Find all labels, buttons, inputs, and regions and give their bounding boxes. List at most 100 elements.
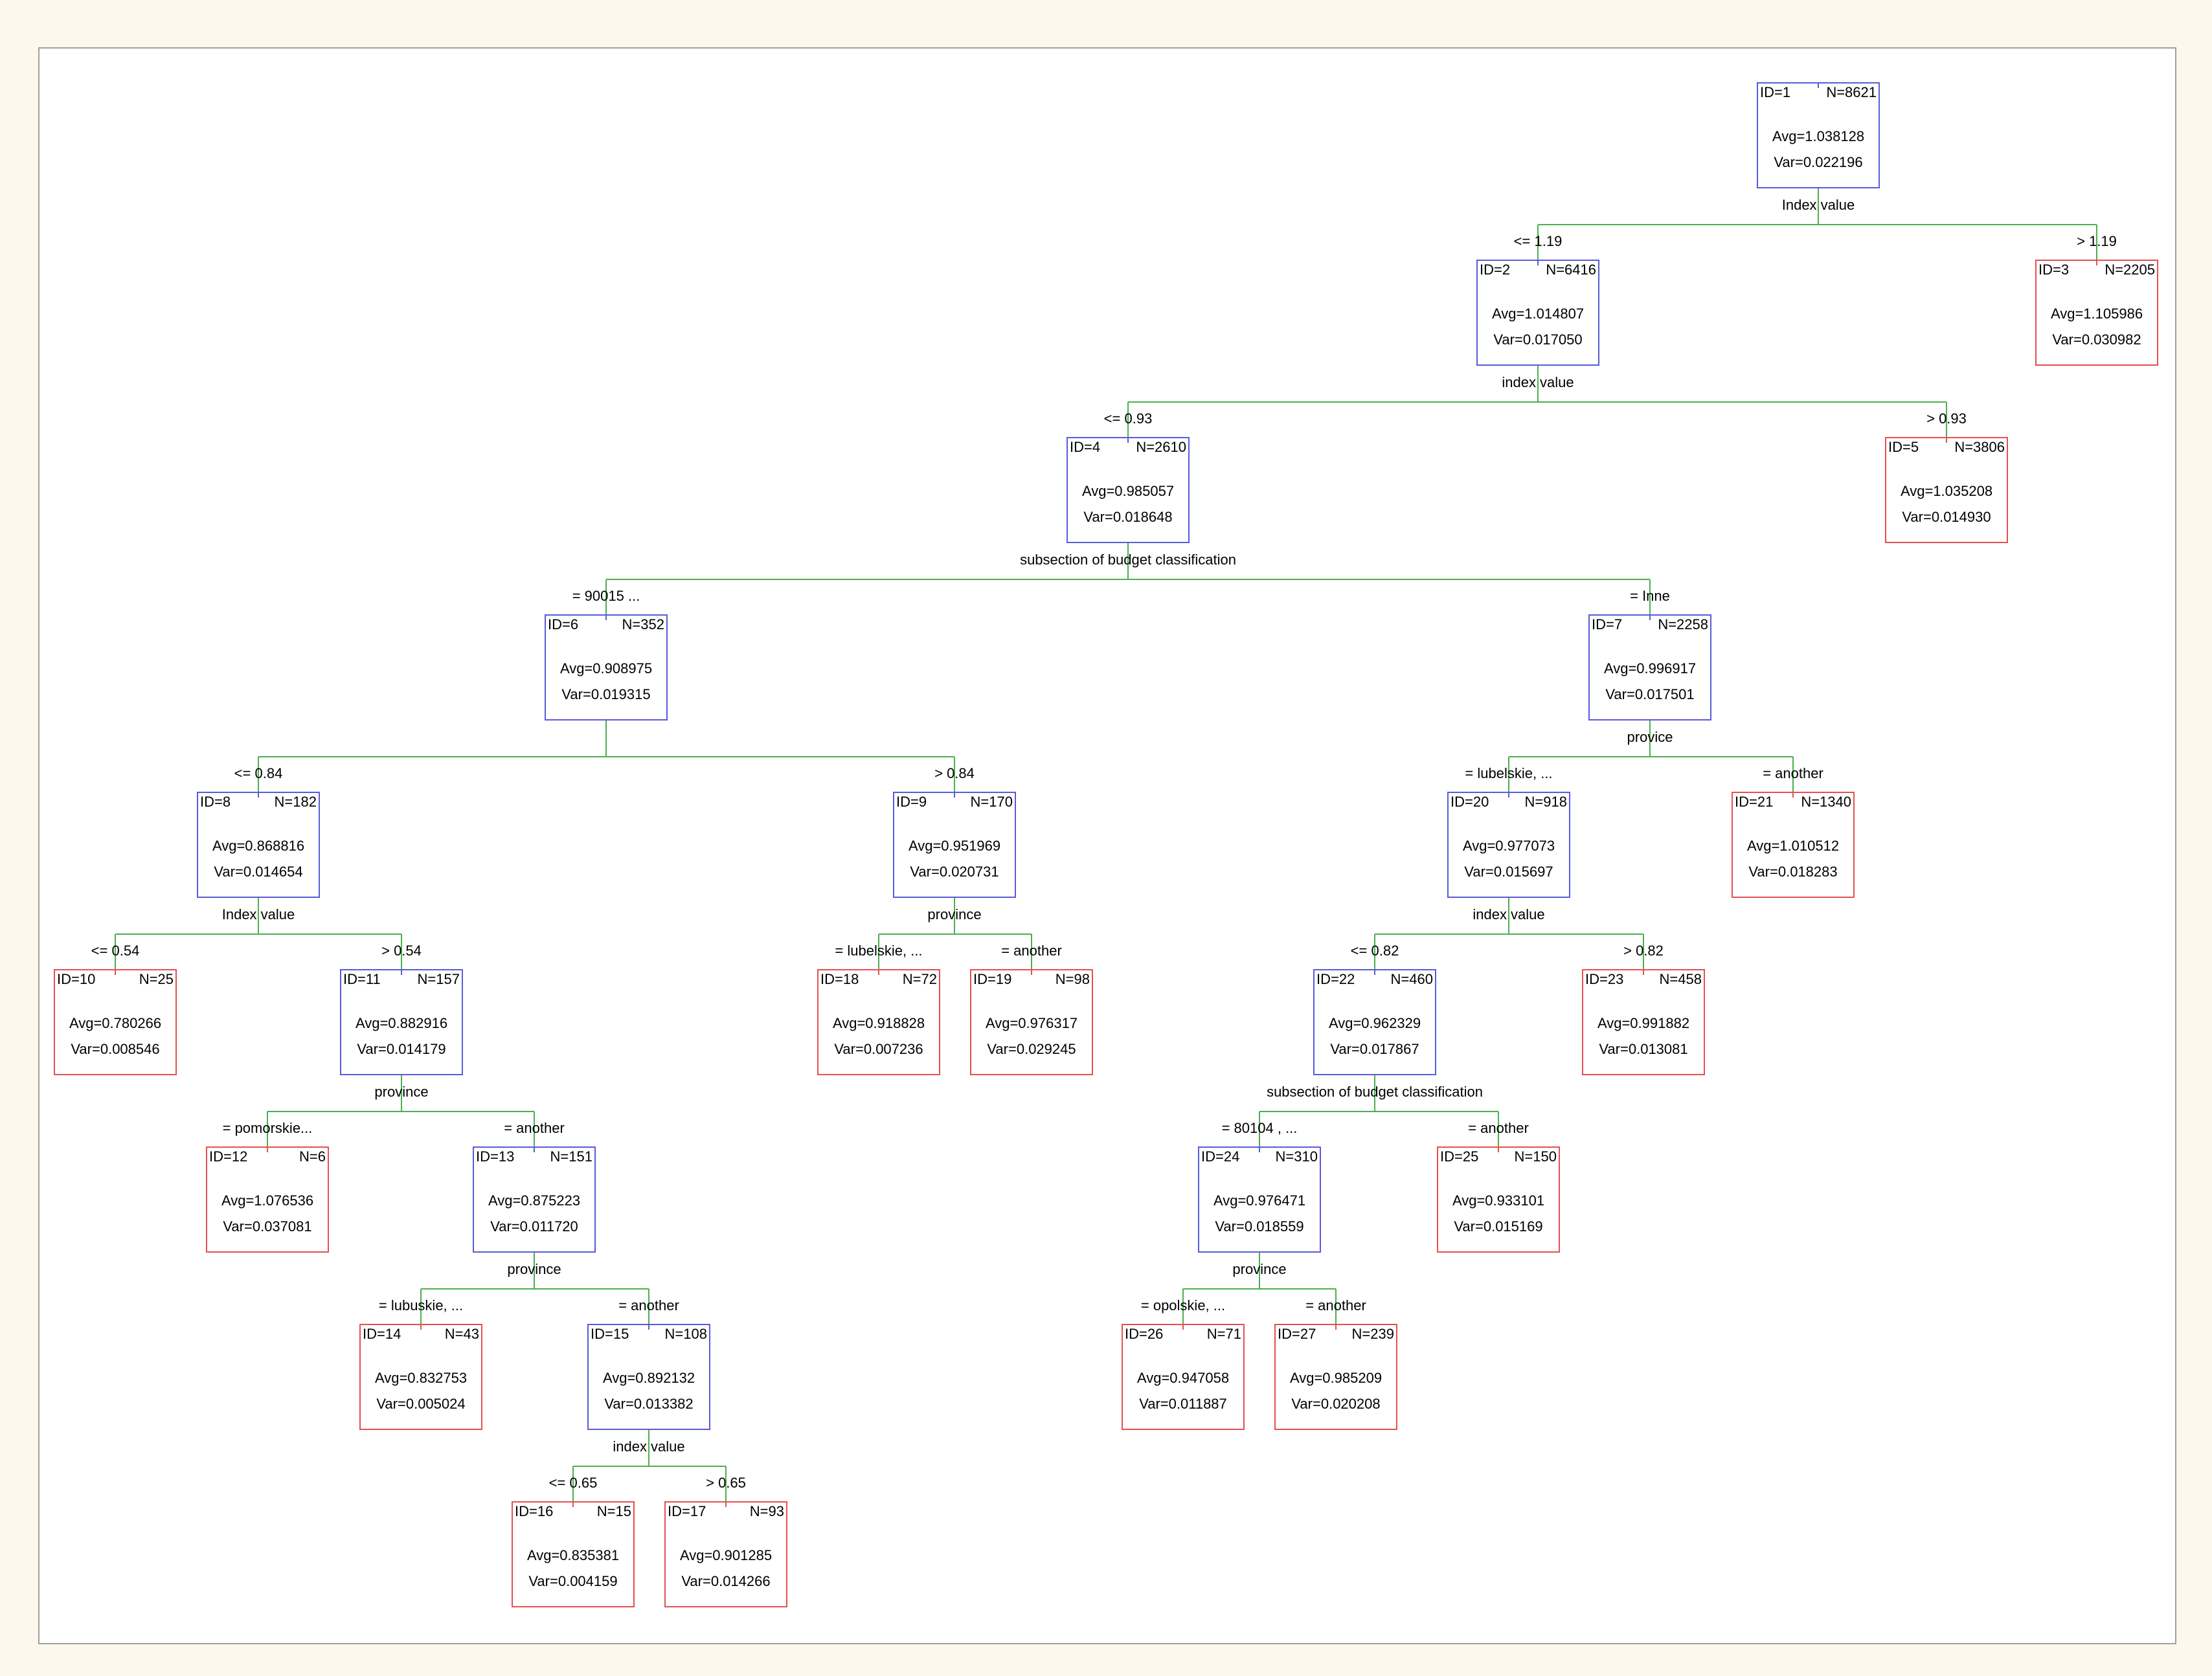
edge-condition-label: > 0.84 (934, 765, 975, 781)
node-box (893, 792, 1016, 898)
node-count-label: N=2258 (1658, 616, 1708, 632)
node-variance-label: Var=0.005024 (376, 1396, 465, 1412)
node-variance-label: Var=0.013081 (1599, 1041, 1687, 1057)
edge-condition-label: = opolskie, ... (1141, 1297, 1225, 1313)
node-average-label: Avg=0.901285 (680, 1547, 772, 1563)
node-id-label: ID=2 (1480, 262, 1510, 278)
node-id-label: ID=27 (1278, 1326, 1316, 1342)
node-id-label: ID=14 (363, 1326, 401, 1342)
node-id-label: ID=5 (1888, 439, 1919, 455)
node-variance-label: Var=0.029245 (987, 1041, 1076, 1057)
node-box (1274, 1324, 1397, 1430)
node-count-label: N=71 (1207, 1326, 1241, 1342)
edge-condition-label: <= 0.54 (91, 943, 140, 959)
edge-condition-label: = another (1763, 765, 1823, 781)
node-box (1732, 792, 1855, 898)
node-id-label: ID=19 (973, 971, 1011, 987)
node-count-label: N=157 (418, 971, 460, 987)
node-box (1313, 969, 1436, 1075)
node-variance-label: Var=0.014930 (1902, 509, 1991, 525)
node-id-label: ID=7 (1592, 616, 1622, 632)
node-box (473, 1146, 596, 1253)
node-box (2035, 260, 2158, 366)
node-variance-label: Var=0.015697 (1464, 864, 1553, 880)
node-variance-label: Var=0.030982 (2052, 331, 2141, 348)
node-box (1122, 1324, 1245, 1430)
node-box (545, 614, 668, 721)
node-count-label: N=239 (1352, 1326, 1394, 1342)
node-average-label: Avg=0.947058 (1137, 1370, 1229, 1386)
split-variable-label: subsection of budget classification (1020, 552, 1236, 568)
edge-condition-label: > 0.93 (1926, 410, 1967, 427)
node-box (1757, 82, 1880, 188)
node-box (1437, 1146, 1560, 1253)
node-count-label: N=1340 (1801, 794, 1851, 810)
node-box (1447, 792, 1570, 898)
node-variance-label: Var=0.011887 (1139, 1396, 1227, 1412)
split-variable-label: province (927, 906, 981, 922)
node-id-label: ID=1 (1760, 84, 1790, 100)
node-average-label: Avg=0.976317 (986, 1015, 1078, 1031)
node-id-label: ID=21 (1735, 794, 1773, 810)
edge-condition-label: > 1.19 (2077, 233, 2117, 249)
node-variance-label: Var=0.015169 (1454, 1218, 1542, 1235)
edge-condition-label: = another (1305, 1297, 1366, 1313)
node-id-label: ID=11 (343, 971, 381, 987)
node-id-label: ID=12 (209, 1148, 247, 1165)
node-variance-label: Var=0.020731 (910, 864, 999, 880)
edge-condition-label: = lubelskie, ... (1465, 765, 1552, 781)
node-variance-label: Var=0.014654 (214, 864, 302, 880)
node-count-label: N=151 (550, 1148, 592, 1165)
node-box (197, 792, 320, 898)
node-id-label: ID=9 (896, 794, 927, 810)
node-variance-label: Var=0.018283 (1748, 864, 1837, 880)
node-variance-label: Var=0.007236 (834, 1041, 923, 1057)
node-count-label: N=918 (1525, 794, 1567, 810)
node-average-label: Avg=0.835381 (527, 1547, 619, 1563)
node-variance-label: Var=0.008546 (71, 1041, 159, 1057)
node-id-label: ID=3 (2038, 262, 2069, 278)
node-count-label: N=108 (665, 1326, 707, 1342)
edge-condition-label: = another (504, 1120, 565, 1136)
node-variance-label: Var=0.014266 (681, 1573, 770, 1589)
split-variable-label: province (1232, 1261, 1286, 1277)
node-id-label: ID=24 (1201, 1148, 1239, 1165)
node-average-label: Avg=0.868816 (212, 838, 304, 854)
edge-condition-label: <= 0.84 (234, 765, 283, 781)
node-count-label: N=2610 (1136, 439, 1186, 455)
node-average-label: Avg=0.991882 (1597, 1015, 1689, 1031)
edge-condition-label: = 90015 ... (572, 588, 640, 604)
node-id-label: ID=23 (1585, 971, 1623, 987)
node-average-label: Avg=0.918828 (833, 1015, 925, 1031)
node-id-label: ID=4 (1070, 439, 1100, 455)
split-variable-label: province (507, 1261, 561, 1277)
node-id-label: ID=10 (57, 971, 95, 987)
node-box (1582, 969, 1705, 1075)
node-count-label: N=8621 (1826, 84, 1877, 100)
node-count-label: N=93 (750, 1503, 784, 1519)
node-box (1885, 437, 2008, 543)
node-count-label: N=170 (971, 794, 1013, 810)
node-id-label: ID=17 (668, 1503, 706, 1519)
split-variable-label: subsection of budget classification (1267, 1084, 1483, 1100)
node-variance-label: Var=0.019315 (561, 686, 650, 702)
node-id-label: ID=15 (591, 1326, 629, 1342)
edge-condition-label: = pomorskie... (223, 1120, 313, 1136)
node-average-label: Avg=1.076536 (221, 1192, 313, 1209)
edge-condition-label: = Inne (1630, 588, 1670, 604)
split-variable-label: index value (1473, 906, 1544, 922)
